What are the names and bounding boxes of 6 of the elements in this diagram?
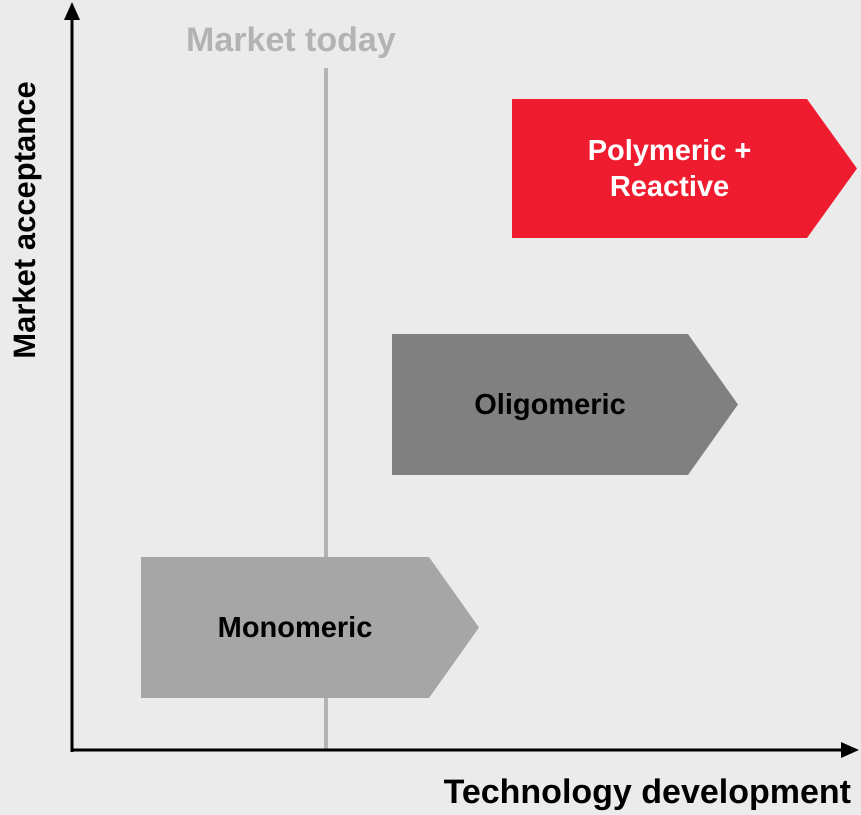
shape-label: Monomeric (216, 610, 374, 646)
y-axis-label: Market acceptance (6, 81, 43, 359)
shape-label: Polymeric + Reactive (586, 134, 752, 204)
marker-label: Market today (186, 20, 396, 60)
x-axis-label: Technology development (444, 772, 851, 812)
shape-label: Oligomeric (473, 388, 627, 422)
